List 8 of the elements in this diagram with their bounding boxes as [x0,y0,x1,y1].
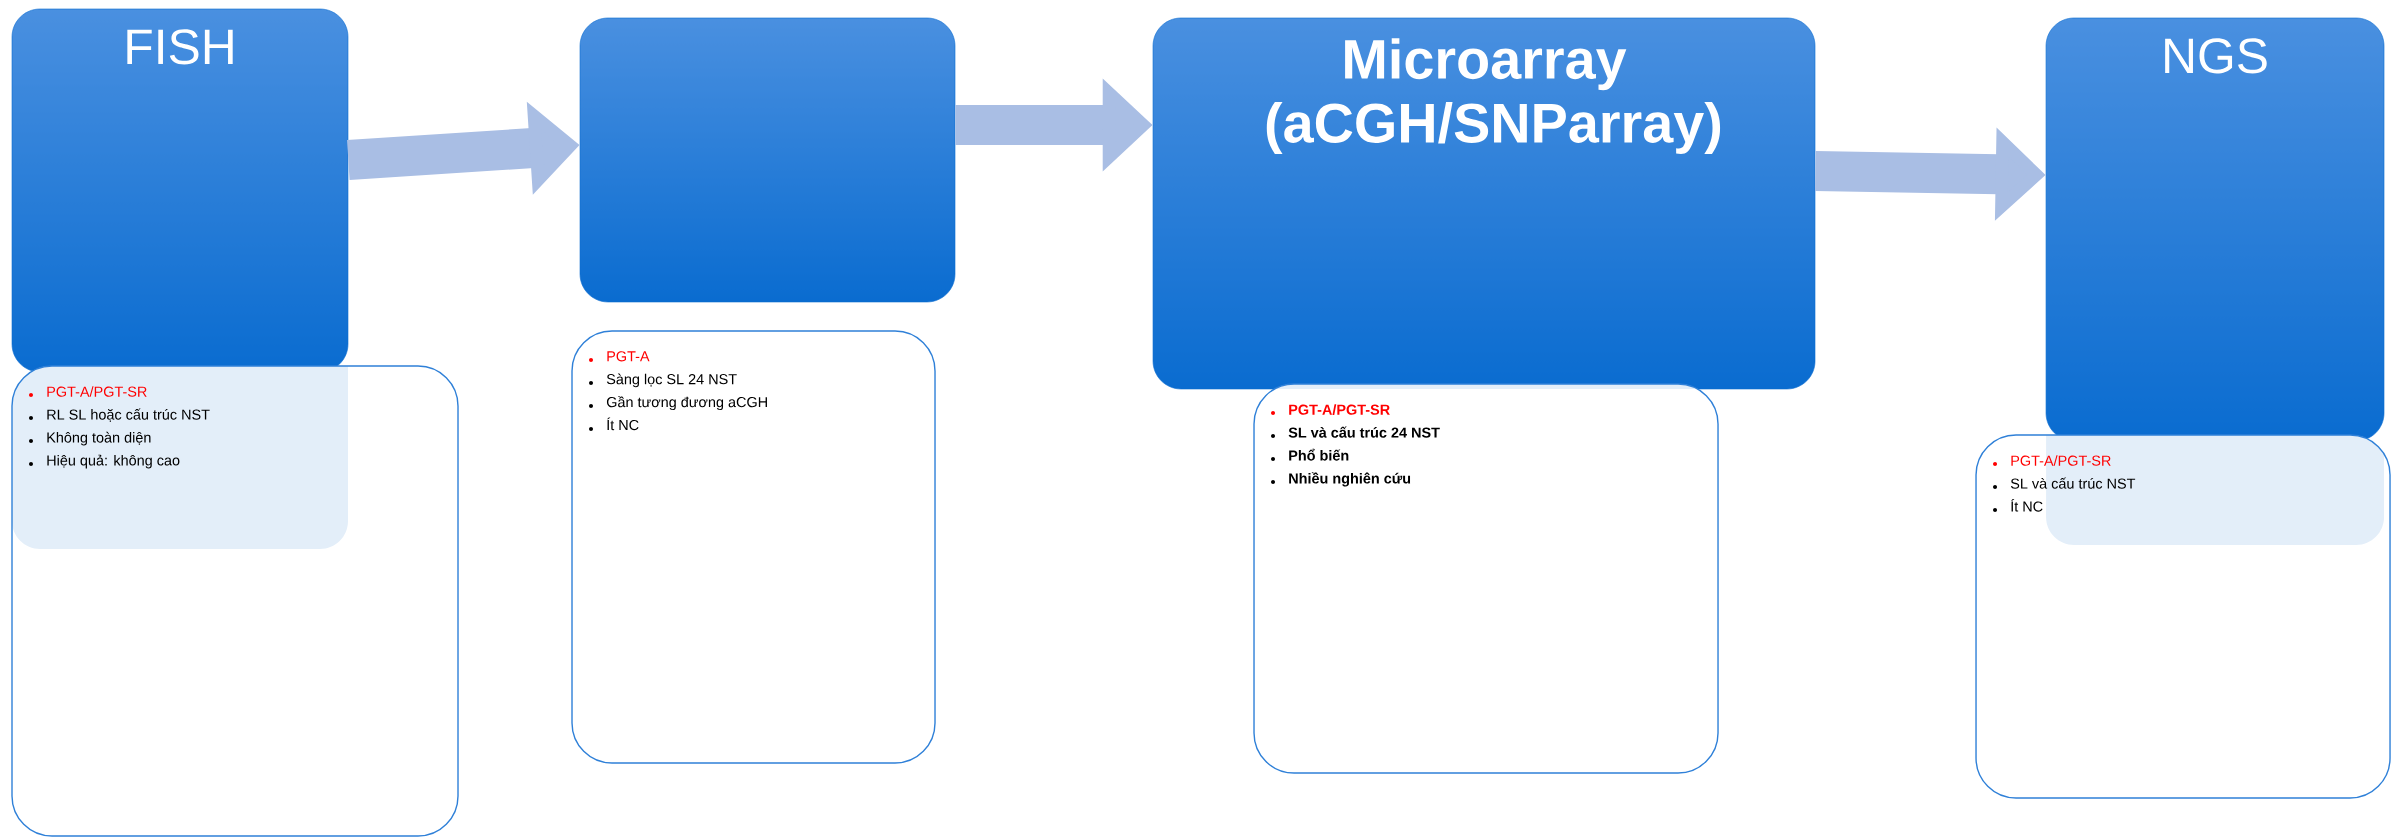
text-card: PGT-A Sàng lọc SL 24 NST Gần tương đương aCGH Ít NC [571,330,936,764]
text-card: PGT-A/PGT-SR RL SL hoặc cấu trúc NST Không toàn diện Hiệu quả: không cao [11,365,459,837]
header-box: FISH [11,8,349,373]
header-box: NGS [2045,17,2385,442]
text-card: PGT-A/PGT-SR SL và cấu trúc NST Ít NC [1975,434,2391,799]
header-box [579,17,956,303]
header-box: Microarray (aCGH/SNParray) [1152,17,1816,390]
text-card: PGT-A/PGT-SR SL và cấu trúc 24 NST Phổ biến Nhiều nghiên cứu [1253,383,1719,774]
